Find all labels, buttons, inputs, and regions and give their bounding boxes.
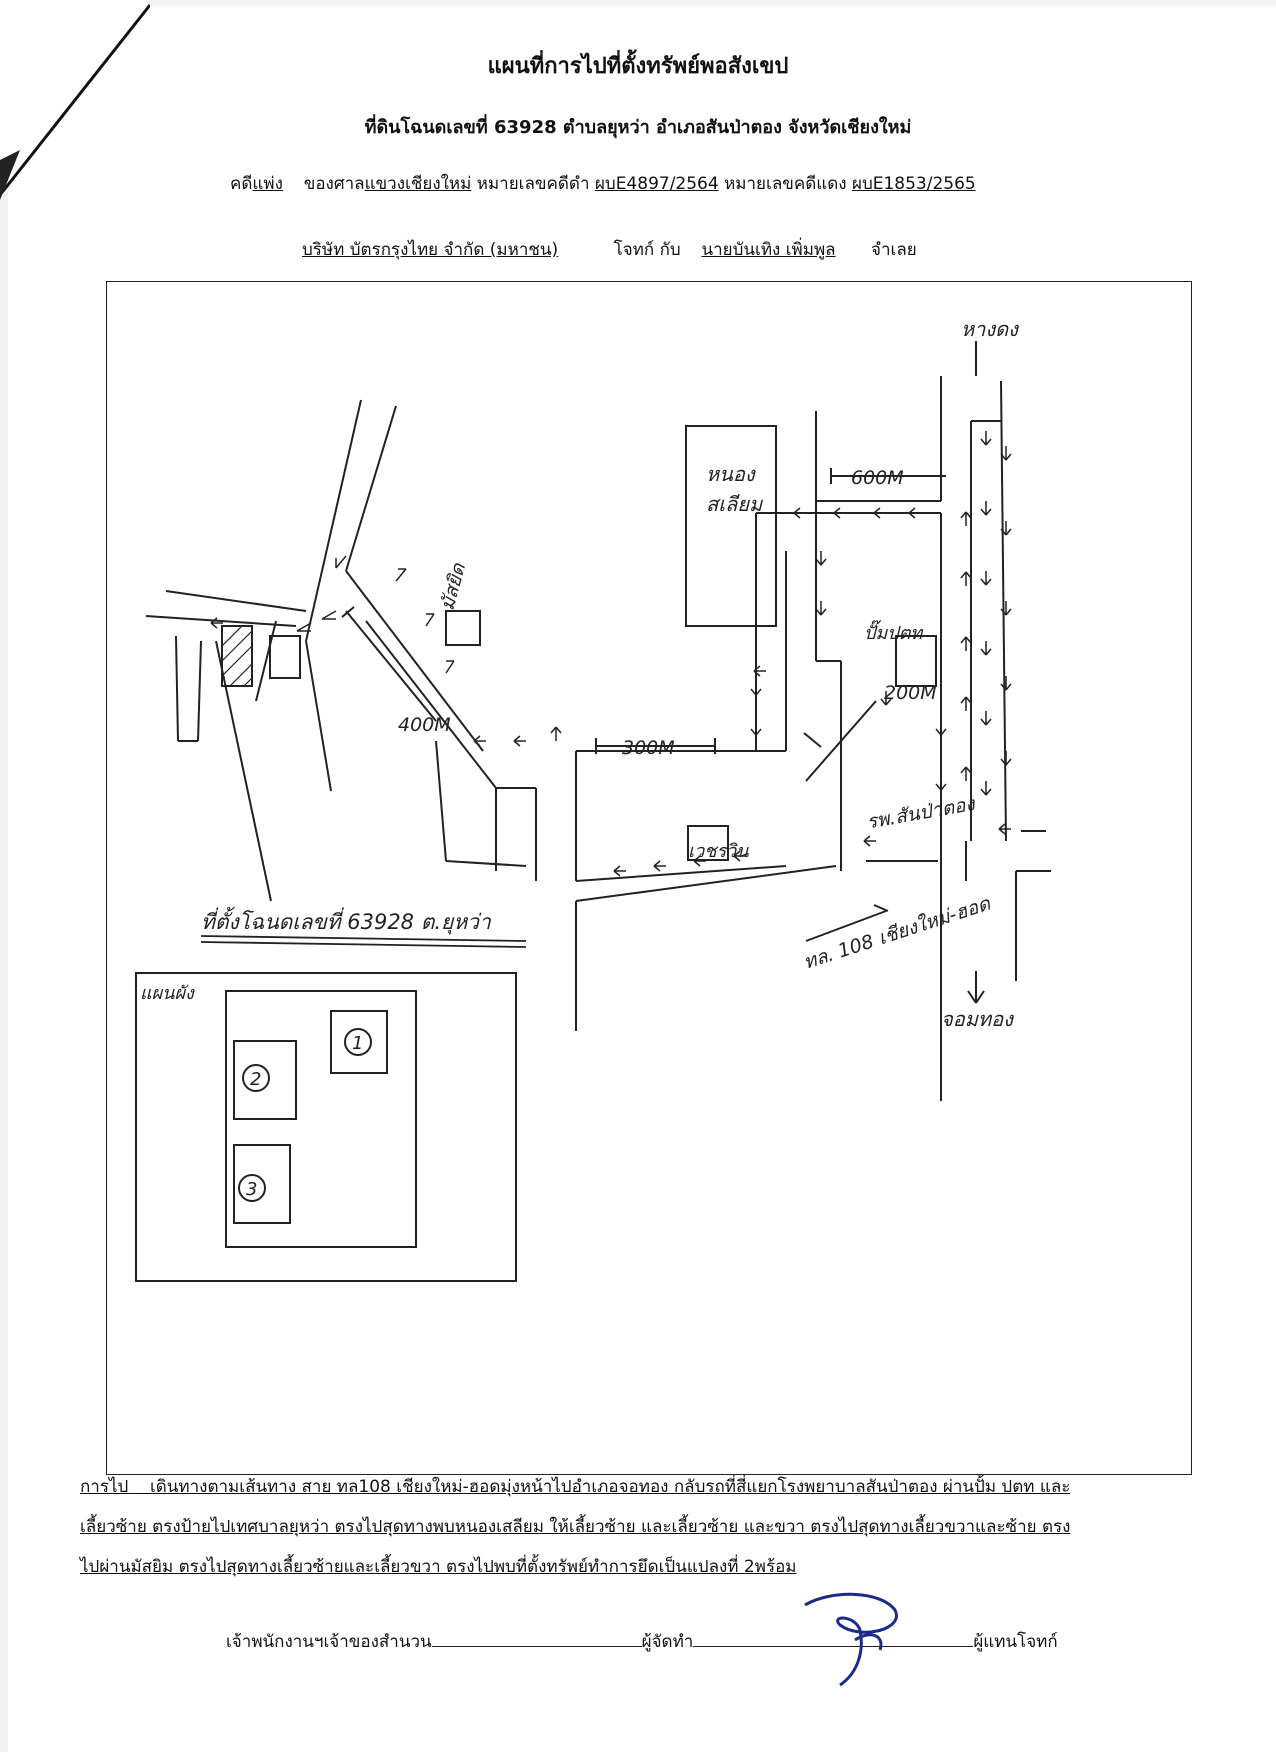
label-400m: 400M — [398, 714, 451, 736]
deed-line: ที่ดินโฉนดเลขที่ 63928 ตำบลยุหว่า อำเภอส… — [364, 117, 912, 138]
label-layout: แผนผัง — [140, 983, 195, 1004]
road-edge — [445, 860, 527, 867]
defendant-label: จำเลย — [871, 240, 917, 260]
directions-row-1: การไป เดินทางตามเส้นทาง สาย ทล108 เชียงใ… — [80, 1477, 1071, 1497]
label-mosque: มัสยิด — [437, 560, 471, 613]
scan-edge-top — [0, 0, 1276, 6]
case-type: แพ่ง — [252, 174, 283, 194]
label-nongsaliam-2: สเลียม — [706, 492, 764, 516]
lot-2-number: 2 — [250, 1069, 261, 1090]
nongsaliam-pond — [685, 425, 777, 627]
officer-label: เจ้าพนักงานฯเจ้าของสำนวน — [226, 1632, 432, 1652]
road-edge — [145, 615, 297, 627]
case-prefix: คดี — [230, 174, 253, 194]
lot-1-number: 1 — [352, 1033, 363, 1054]
label-300m: 300M — [622, 737, 675, 759]
court-label: ของศาล — [303, 174, 365, 194]
road-edge — [365, 620, 497, 789]
label-200m: 200M — [884, 682, 937, 704]
folded-corner-icon — [0, 0, 150, 200]
defendant-name: นายบันเทิง เพิ่มพูล — [701, 240, 836, 260]
road-edge — [255, 620, 277, 702]
officer-sign-line — [431, 1632, 642, 1647]
directions-label: การไป — [80, 1477, 129, 1497]
road-edge — [345, 405, 397, 572]
court-name: แขวงเชียงใหม่ — [364, 174, 472, 194]
directions-row-2: เลี้ยวซ้าย ตรงป้ายไปเทศบาลยุหว่า ตรงไปสุ… — [80, 1517, 1071, 1537]
traffic-arrow-group — [210, 431, 1012, 877]
plaintiff-name: บริษัท บัตรกรุงไทย จำกัด (มหาชน) — [302, 240, 559, 260]
label-wat: เวชรวิน — [688, 841, 749, 862]
road-edge — [345, 570, 484, 752]
road-edge — [305, 399, 362, 642]
red-case-label: หมายเลขคดีแดง — [724, 174, 847, 194]
road-edge — [575, 865, 787, 882]
lot-3-number: 3 — [246, 1179, 257, 1200]
directions-row-3: ไปผ่านมัสยิม ตรงไปสุดทางเลี้ยวซ้ายและเลี… — [80, 1557, 797, 1577]
plaintiff-label: โจทก์ กับ — [613, 240, 681, 260]
road-edge — [435, 740, 447, 862]
label-600m: 600M — [851, 467, 904, 489]
mosque-box — [445, 610, 481, 646]
target-lot-hatching — [221, 625, 253, 687]
pump-box — [895, 635, 937, 687]
layout-inset — [135, 972, 517, 1282]
parties-line: บริษัท บัตรกรุงไทย จำกัด (มหาชน) โจทก์ ก… — [302, 236, 917, 263]
handwritten-signature — [804, 1592, 898, 1687]
road-edge — [575, 865, 837, 902]
wat-box — [687, 825, 729, 861]
page-title: แผนที่การไปที่ตั้งทรัพย์พอสังเขป — [487, 54, 789, 79]
road-edge — [175, 635, 179, 742]
road-edge — [165, 590, 307, 612]
black-case-number: ผบE4897/2564 — [594, 174, 719, 194]
preparer-label: ผู้จัดทำ — [641, 1632, 694, 1652]
label-deed-note: ที่ตั้งโฉนดเลขที่ 63928 ต.ยุหว่า — [201, 906, 492, 935]
preparer-sign-line — [693, 1632, 974, 1647]
black-case-label: หมายเลขคดีดำ — [476, 174, 590, 194]
label-nongsaliam-1: หนอง — [706, 462, 756, 486]
map-frame — [106, 281, 1192, 1475]
label-hospital: รพ.สันป่าตอง — [865, 793, 978, 834]
neighbor-house — [269, 635, 301, 679]
signature-row: เจ้าพนักงานฯเจ้าของสำนวน ผู้จัดทำ ผู้แทนโจ… — [226, 1628, 1058, 1655]
label-chomthong: จอมทอง — [941, 1007, 1014, 1031]
target-lot — [221, 625, 253, 687]
label-hangdong: หางดง — [961, 317, 1019, 341]
road-edge — [197, 640, 202, 742]
hand-drawn-map: หางดง หนอง สเลียม 600M 400M 300M 200M มั… — [135, 317, 1051, 1282]
road-edge — [305, 640, 332, 792]
scan-edge-left — [0, 0, 8, 1752]
case-line: คดีแพ่ง ของศาลแขวงเชียงใหม่ หมายเลขคดีดำ… — [230, 170, 976, 197]
representative-label: ผู้แทนโจทก์ — [973, 1632, 1058, 1652]
directions-block: การไป เดินทางตามเส้นทาง สาย ทล108 เชียงใ… — [80, 1467, 1180, 1587]
red-case-number: ผบE1853/2565 — [851, 174, 976, 194]
label-pump: ปั๊มปตท — [864, 619, 924, 644]
